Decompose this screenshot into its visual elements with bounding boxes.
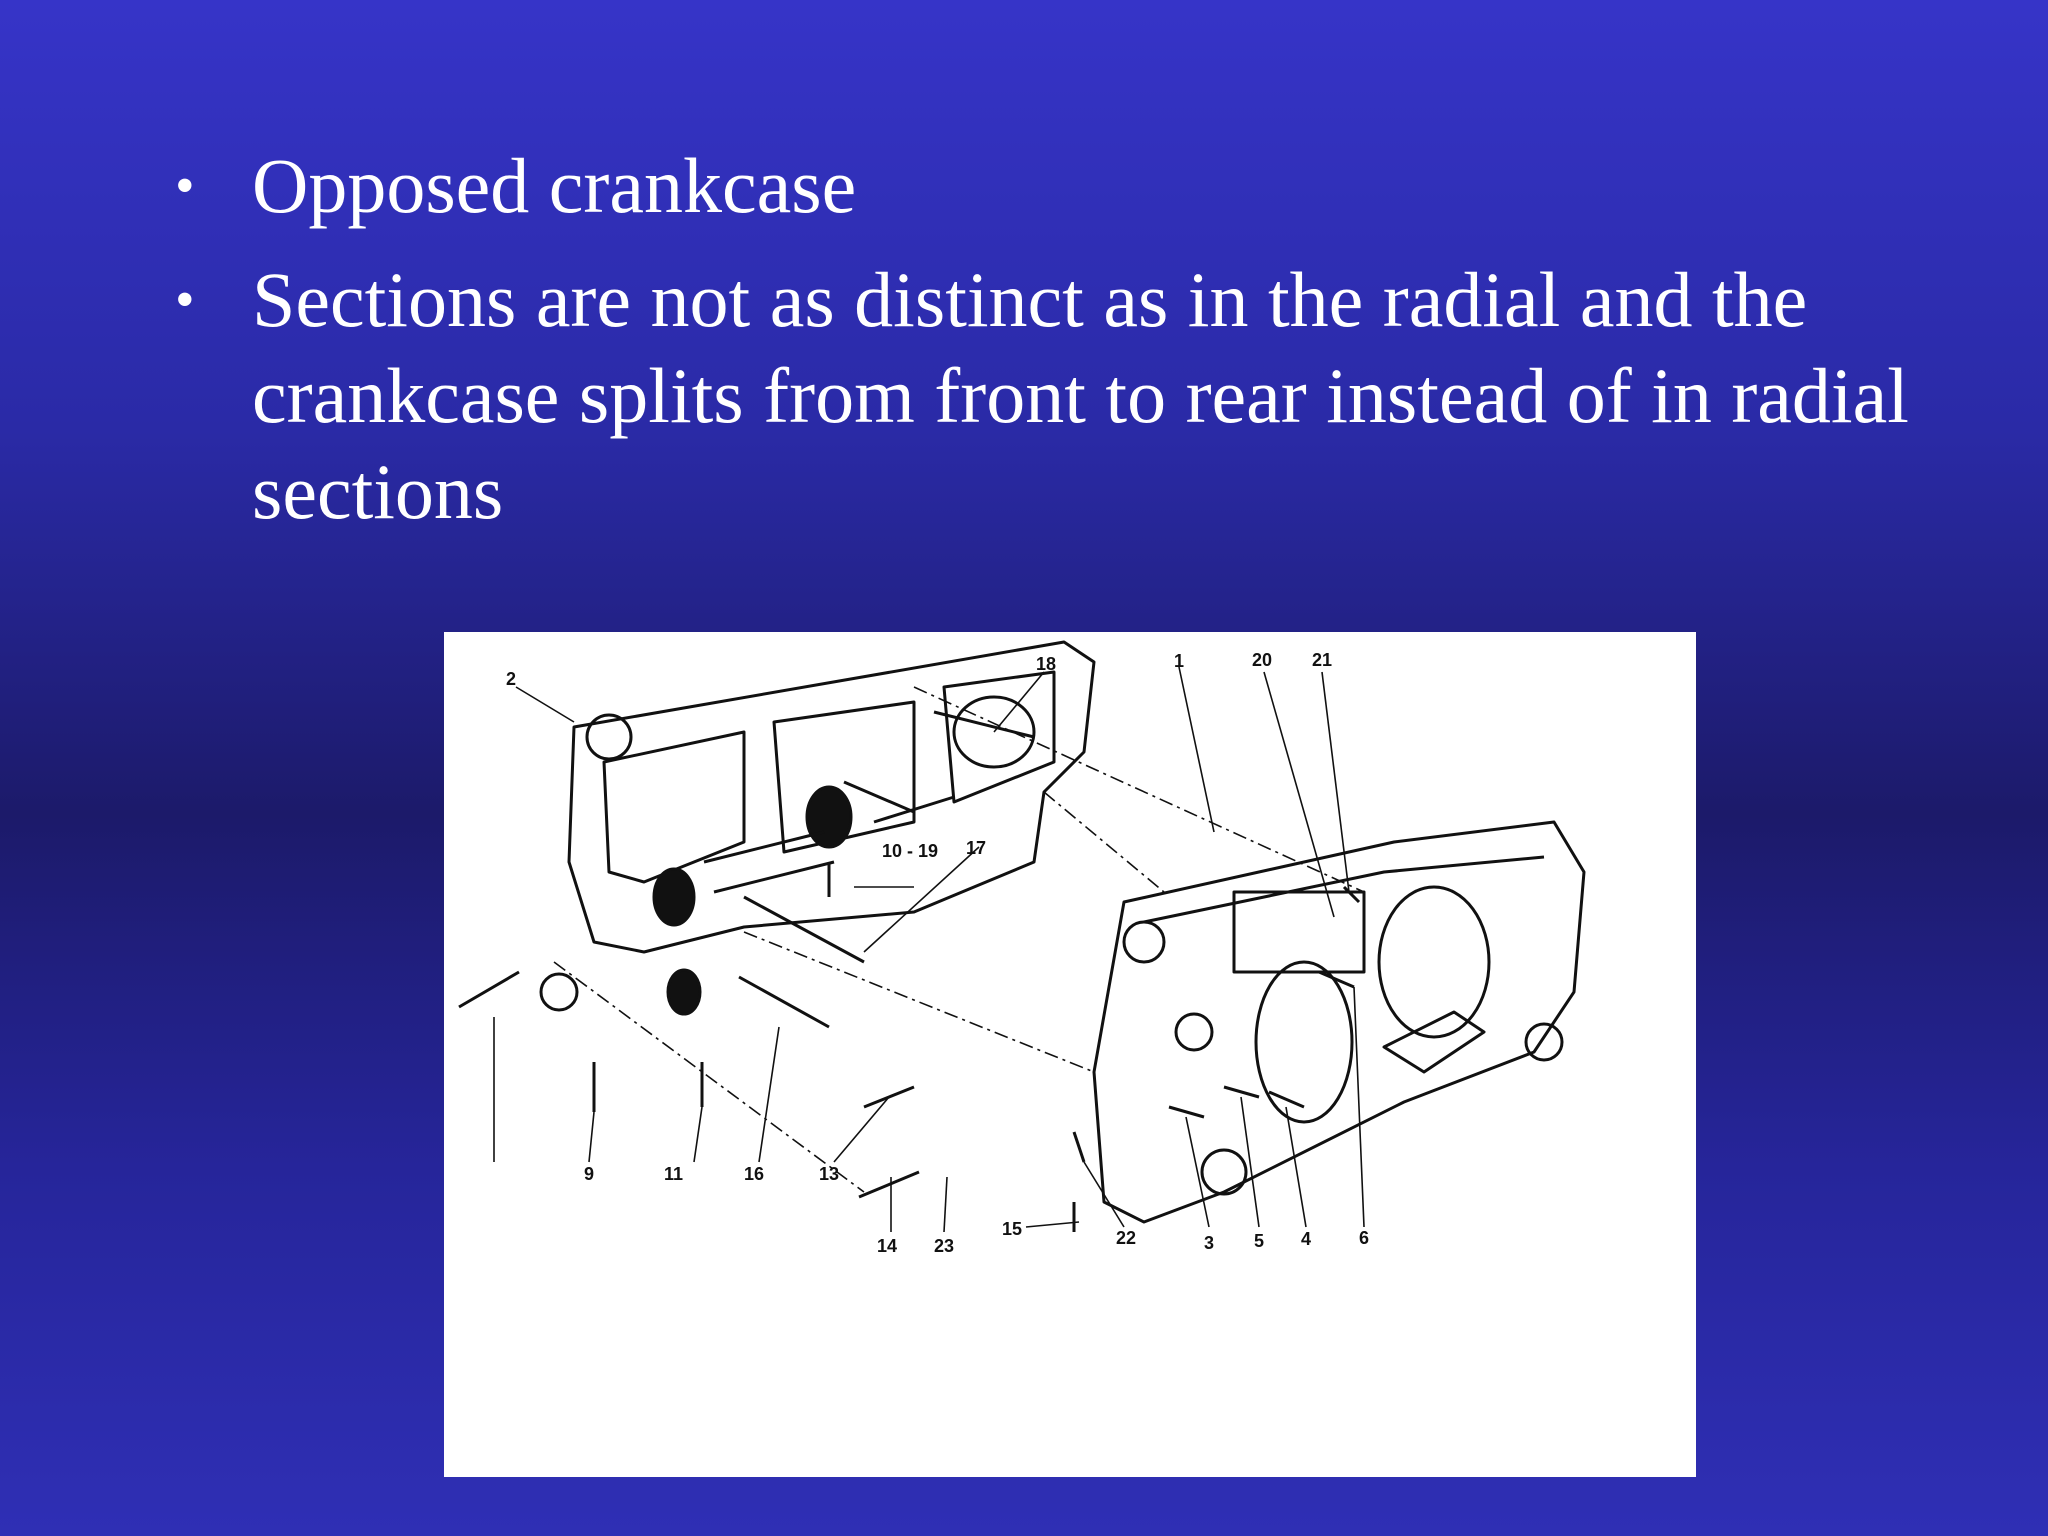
callout-18: 18 — [1036, 654, 1056, 674]
right-crankcase-half — [1092, 820, 1586, 1224]
callout-14: 14 — [877, 1236, 897, 1256]
callout-15: 15 — [1002, 1219, 1022, 1239]
crankcase-drawing: 2 18 1 20 21 10 - 19 17 9 11 16 13 14 23… — [458, 640, 1586, 1256]
callout-3: 3 — [1204, 1233, 1214, 1253]
bullet-item-1: • Opposed crankcase — [175, 138, 1935, 234]
callout-11: 11 — [664, 1164, 683, 1184]
callout-5: 5 — [1254, 1231, 1264, 1251]
bullet-marker: • — [175, 269, 195, 331]
bullet-marker: • — [175, 155, 195, 217]
crankcase-diagram: 2 18 1 20 21 10 - 19 17 9 11 16 13 14 23… — [444, 632, 1696, 1477]
callout-6: 6 — [1359, 1228, 1369, 1248]
callout-13: 13 — [819, 1164, 839, 1184]
bullet-text-2: Sections are not as distinct as in the r… — [252, 256, 1909, 535]
bullet-item-2: • Sections are not as distinct as in the… — [175, 252, 1935, 540]
callout-10-19: 10 - 19 — [882, 841, 938, 861]
callout-20: 20 — [1252, 650, 1272, 670]
bullet-text-1: Opposed crankcase — [252, 142, 857, 229]
callout-labels: 2 18 1 20 21 10 - 19 17 9 11 16 13 14 23… — [506, 650, 1369, 1256]
callout-23: 23 — [934, 1236, 954, 1256]
callout-16: 16 — [744, 1164, 764, 1184]
callout-2: 2 — [506, 669, 516, 689]
left-crankcase-half — [567, 640, 1096, 954]
callout-1: 1 — [1174, 651, 1184, 671]
callout-21: 21 — [1312, 650, 1332, 670]
bullet-list: • Opposed crankcase • Sections are not a… — [175, 138, 1935, 558]
callout-22: 22 — [1116, 1228, 1136, 1248]
callout-9: 9 — [584, 1164, 594, 1184]
callout-4: 4 — [1301, 1229, 1311, 1249]
callout-17: 17 — [966, 838, 986, 858]
